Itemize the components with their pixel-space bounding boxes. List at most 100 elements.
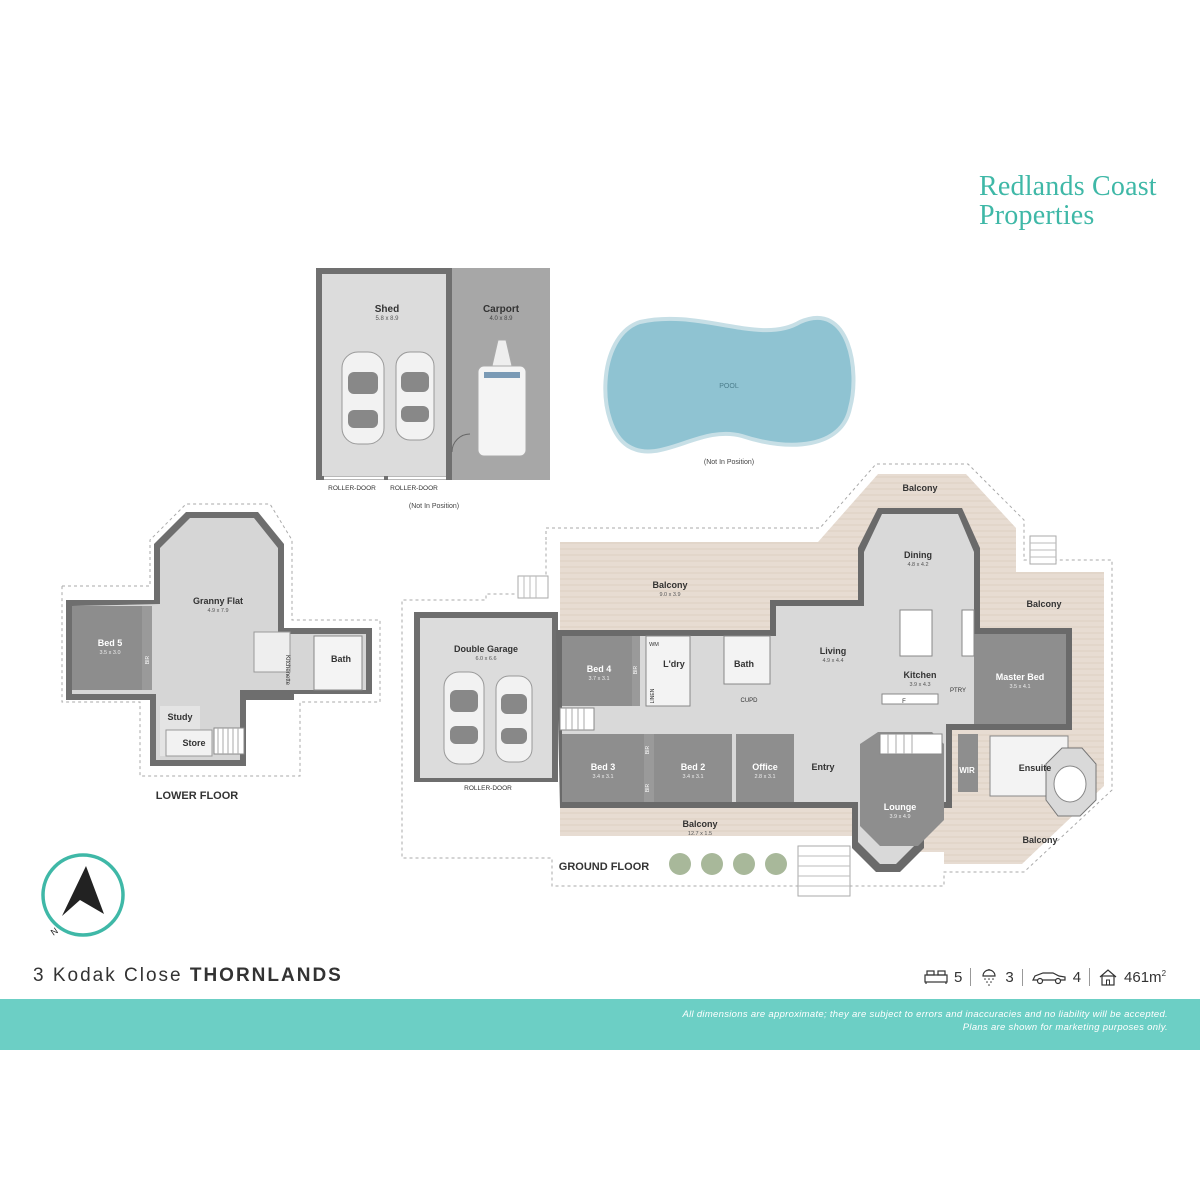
master-bed-label: Master Bed: [996, 672, 1045, 682]
bathrooms-count: 3: [1005, 968, 1014, 986]
stat-cars: 4: [1021, 968, 1089, 986]
stat-bedrooms: 5: [916, 969, 970, 986]
granny-flat-label: Granny Flat: [193, 596, 243, 606]
garage-car-1-icon: [443, 671, 485, 765]
ground-stairs-1-icon: [559, 707, 595, 731]
lower-floor-site-outline: [61, 503, 381, 777]
compass-north-letter: N: [49, 926, 60, 938]
living-label: Living: [820, 646, 847, 656]
kitchenette-label: Kitchenette: [284, 655, 290, 686]
lower-floor-slab: [72, 518, 366, 760]
bed5-floor: [72, 606, 142, 690]
store-floor: [165, 729, 213, 757]
master-bed-floor: [974, 634, 1066, 724]
bed5-dim: 3.5 x 3.0: [99, 650, 120, 656]
bed4-label: Bed 4: [587, 664, 612, 674]
bed2-bir-label: BIR: [645, 745, 651, 754]
bed-icon: [924, 970, 948, 984]
brand-logo: Redlands Coast Properties: [979, 172, 1157, 230]
deck-steps-west-icon: [517, 575, 549, 599]
boat-icon: [477, 339, 527, 457]
bed3-dim: 3.4 x 3.1: [592, 774, 613, 780]
study-label: Study: [167, 712, 192, 722]
dining-dim: 4.8 x 4.2: [907, 562, 928, 568]
footer-band: All dimensions are approximate; they are…: [0, 999, 1200, 1050]
address-suburb: THORNLANDS: [189, 965, 343, 986]
brand-line-2: Properties: [979, 200, 1095, 231]
fridge-label: F: [902, 699, 906, 705]
stat-bathrooms: 3: [970, 968, 1021, 986]
kitchen-island: [899, 609, 933, 657]
garage-label: Double Garage: [454, 644, 518, 654]
shed-car-1-icon: [341, 351, 385, 445]
kitchenette-bench: [253, 631, 291, 673]
store-label: Store: [182, 738, 205, 748]
outbuilding: Shed 5.8 x 8.9 Carport 4.0 x 8.9 ROLLER-…: [316, 268, 550, 510]
wir-label: WIR: [959, 766, 975, 775]
pool: POOL (Not In Position): [603, 316, 856, 466]
living-dim: 4.9 x 4.4: [822, 658, 843, 664]
car-icon: [1031, 972, 1066, 985]
bedrooms-count: 5: [954, 968, 963, 986]
balcony-top-label: Balcony: [652, 580, 687, 590]
lower-floor-label: LOWER FLOOR: [156, 790, 239, 802]
balcony-front-label: Balcony: [682, 819, 717, 829]
balcony-top-dim: 9.0 x 3.9: [659, 592, 680, 598]
area-unit: 2: [1161, 968, 1167, 978]
spa-tub-icon: [1053, 765, 1087, 803]
ground-floor: Double Garage 6.0 x 6.6 ROLLER-DOOR Balc…: [401, 463, 1113, 897]
bed3-floor: [562, 734, 644, 802]
lower-bath-label: Bath: [331, 654, 351, 664]
balcony-east-label: Balcony: [1026, 599, 1061, 609]
shed-door-swing: [451, 433, 471, 453]
lounge-label: Lounge: [884, 802, 917, 812]
office-label: Office: [752, 762, 778, 772]
wm-label: WM: [649, 642, 659, 648]
disclaimer: All dimensions are approximate; they are…: [682, 1008, 1168, 1034]
cupd-label: CUPD: [740, 698, 758, 704]
stat-area: 461m2: [1089, 968, 1174, 986]
bed4-bir-label: BIR: [633, 665, 639, 674]
shed-dim: 5.8 x 8.9: [375, 316, 399, 322]
area-number: 461m: [1124, 968, 1162, 986]
shed-roller-door-1-label: ROLLER-DOOR: [328, 485, 376, 492]
address-street: 3 Kodak Close: [33, 965, 183, 986]
area-value: 461m2: [1124, 969, 1166, 986]
shrub-1-icon: [669, 853, 691, 875]
outbuilding-note: (Not In Position): [409, 503, 459, 510]
wir-floor: [958, 734, 978, 792]
bed2-label: Bed 2: [681, 762, 706, 772]
granny-flat-dim: 4.9 x 7.9: [207, 608, 228, 614]
pantry-label: PTRY: [950, 688, 966, 694]
balcony-north-label: Balcony: [902, 483, 937, 493]
linen-label: LINEN: [650, 688, 656, 703]
lounge-dim: 3.9 x 4.9: [889, 814, 910, 820]
bed3-label: Bed 3: [591, 762, 616, 772]
master-bed-dim: 3.5 x 4.1: [1009, 684, 1030, 690]
lower-stairs-icon: [213, 727, 245, 755]
ground-floor-site-outline: [401, 463, 1113, 887]
carport-dim: 4.0 x 8.9: [489, 316, 513, 322]
garage-dim: 6.0 x 6.6: [475, 656, 496, 662]
lounge-floor: [860, 732, 944, 846]
shower-icon: [982, 969, 996, 986]
entry-steps-icon: [797, 845, 851, 897]
kitchen-dim: 3.9 x 4.3: [909, 682, 930, 688]
bed4-robe: [632, 636, 640, 706]
bed3-robe: [644, 734, 654, 802]
kitchen-bench: [961, 609, 975, 657]
house-icon: [1099, 969, 1117, 986]
lower-bath-floor: [313, 635, 363, 691]
kitchen-fridge-bench: [881, 693, 939, 705]
bed3-bir-label: BIR: [645, 783, 651, 792]
laundry-floor: [645, 635, 691, 707]
shed-roller-door-2-label: ROLLER-DOOR: [390, 485, 438, 492]
ground-stairs-2-icon: [879, 733, 943, 755]
bath-floor: [723, 635, 771, 685]
disclaimer-line-1: All dimensions are approximate; they are…: [682, 1009, 1168, 1020]
lower-floor: Bed 5 3.5 x 3.0 BIR Granny Flat 4.9 x 7.…: [61, 503, 381, 802]
shrub-2-icon: [701, 853, 723, 875]
shrub-4-icon: [765, 853, 787, 875]
pool-label: POOL: [719, 383, 739, 390]
